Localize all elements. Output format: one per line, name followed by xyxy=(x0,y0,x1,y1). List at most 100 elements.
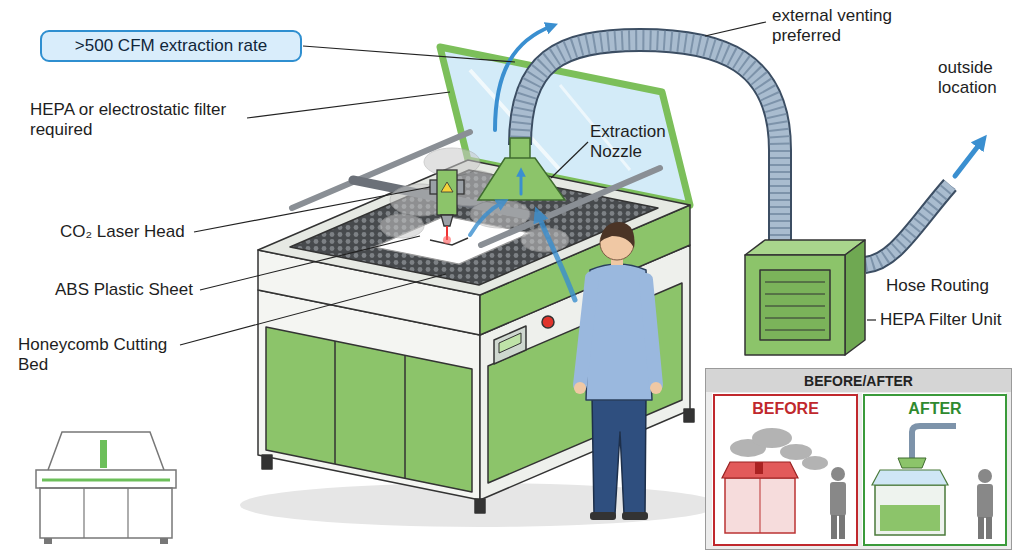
extraction-nozzle xyxy=(478,138,565,200)
airflow-arrows xyxy=(470,26,982,300)
node-text: >500 CFM extraction rate xyxy=(75,36,267,56)
part-label: Hose Routing xyxy=(886,276,1016,296)
leader-lines-part xyxy=(705,22,766,36)
laser-head-part xyxy=(441,215,453,226)
extraction-hose-part xyxy=(520,40,780,248)
cabinet-part xyxy=(262,455,272,469)
after-scene-part xyxy=(912,426,956,458)
before-after-panel-part xyxy=(712,393,857,545)
extraction-hose xyxy=(520,40,780,248)
cabinet-part xyxy=(404,355,406,478)
before-scene-part xyxy=(831,515,837,539)
after-scene-part xyxy=(898,458,926,468)
before-scene-part xyxy=(831,467,845,481)
operator-figure-part xyxy=(590,512,616,520)
leader-lines-part xyxy=(551,142,588,178)
hepa-filter-unit-part xyxy=(765,306,825,307)
hepa-filter-unit-part xyxy=(845,240,865,355)
airflow-arrows-part xyxy=(955,141,982,176)
outlet-hose-part xyxy=(865,185,950,265)
leader-lines xyxy=(180,22,876,345)
cabinet-part xyxy=(684,409,694,422)
airflow-arrows-part xyxy=(470,202,503,235)
node-text: BEFORE xyxy=(752,400,819,418)
before-scene-part xyxy=(730,428,828,470)
before-scene-part xyxy=(755,462,763,474)
part-label: Extraction Nozzle xyxy=(590,122,700,161)
operator-figure-part xyxy=(650,382,662,394)
after-scene-part xyxy=(875,485,945,535)
after-scene-part xyxy=(880,505,940,531)
operator-figure-part xyxy=(600,222,634,248)
outlet-hose xyxy=(865,185,950,265)
rate-callout: >500 CFM extraction rate xyxy=(40,30,302,62)
operator-figure-part xyxy=(622,512,648,520)
hepa-filter-unit-part xyxy=(760,270,830,340)
laser-head-part xyxy=(441,182,453,192)
smoke-part xyxy=(380,214,424,238)
before-panel: BEFORE xyxy=(713,394,858,546)
after-scene-part xyxy=(977,484,993,518)
machine-icon-part xyxy=(83,488,84,538)
after-scene-part xyxy=(872,470,948,485)
machine-icon-part xyxy=(48,432,164,470)
hepa-filter-unit-part xyxy=(765,282,825,283)
machine-icon xyxy=(36,432,176,544)
hepa-filter-unit xyxy=(745,240,865,355)
before-scene xyxy=(722,428,846,539)
laser-head-part xyxy=(443,236,451,244)
before-after-panel xyxy=(705,368,1012,550)
before-scene-part-part xyxy=(752,428,792,448)
laser-head xyxy=(430,170,464,244)
before-after-panel-part xyxy=(705,368,1012,550)
after-panel: AFTER xyxy=(863,394,1007,546)
before-scene-part xyxy=(830,482,846,516)
before-scene-part xyxy=(722,462,798,478)
machine-icon-part xyxy=(127,488,128,538)
cabinet-part xyxy=(475,499,485,513)
operator-figure xyxy=(574,222,662,520)
airflow-arrows-part xyxy=(495,26,552,130)
before-scene-part xyxy=(725,478,795,533)
cabinet-part xyxy=(494,326,526,364)
before-after-panel-part xyxy=(862,393,1006,545)
part-label: HEPA Filter Unit xyxy=(880,310,1020,330)
machine-icon-part xyxy=(42,479,170,482)
after-scene xyxy=(872,426,993,539)
airflow-arrows-part xyxy=(520,172,523,194)
leader-lines-part xyxy=(194,187,430,232)
node-text: BEFORE/AFTER xyxy=(804,373,913,389)
laser-head-part xyxy=(430,180,464,194)
leader-lines-part xyxy=(247,92,450,118)
machine-icon-part xyxy=(36,470,176,488)
smoke xyxy=(380,148,569,252)
operator-figure-part xyxy=(646,280,656,385)
laser-head-part xyxy=(437,170,457,215)
operator-figure-part xyxy=(574,382,586,394)
part-label: ABS Plastic Sheet xyxy=(55,280,215,300)
part-label: Honeycomb Cutting Bed xyxy=(18,335,193,374)
hepa-filter-unit-part xyxy=(745,255,845,355)
before-scene-part xyxy=(760,478,761,533)
extraction-hose-part xyxy=(520,40,780,248)
leader-lines-part xyxy=(867,319,876,320)
venting-note: external venting preferred xyxy=(772,6,922,45)
extraction-nozzle-part xyxy=(510,138,530,160)
hepa-filter-unit-part xyxy=(765,330,825,331)
part-label: CO₂ Laser Head xyxy=(60,222,220,242)
after-scene-part xyxy=(986,517,992,539)
outside-note: outside location xyxy=(938,58,1018,97)
node-text: AFTER xyxy=(908,400,961,418)
machine-icon-part xyxy=(44,538,52,544)
after-scene-part xyxy=(978,517,984,539)
cabinet-part xyxy=(542,316,554,328)
cabinet-part xyxy=(266,327,472,492)
operator-figure-part xyxy=(592,395,646,514)
leader-lines-part xyxy=(200,236,420,290)
hepa-filter-unit-part xyxy=(765,294,825,295)
leader-lines-part xyxy=(303,46,515,62)
filter-note: HEPA or electrostatic filter required xyxy=(30,100,245,139)
machine-icon-part xyxy=(160,538,168,544)
